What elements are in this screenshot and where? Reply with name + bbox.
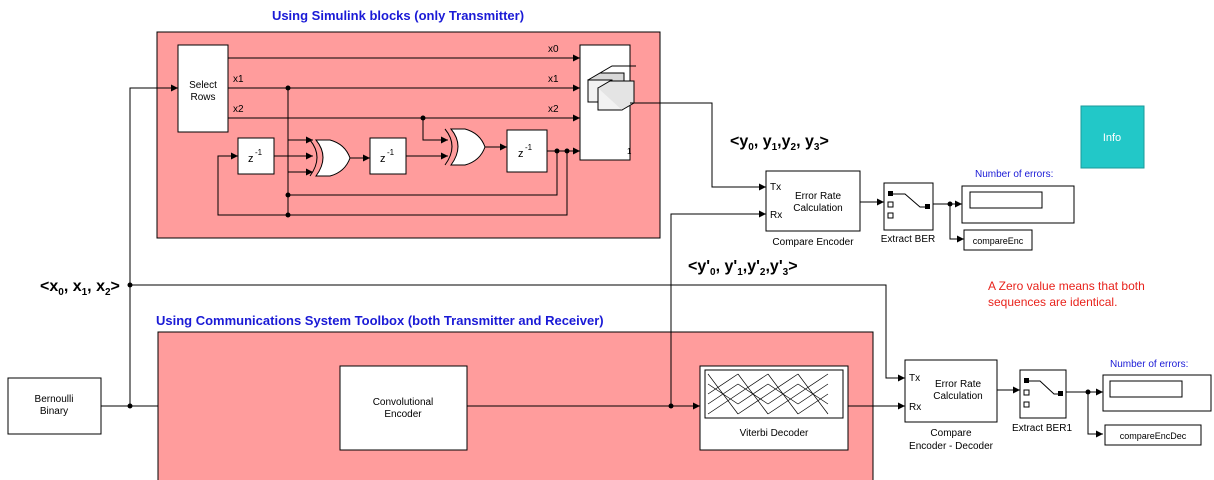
select-rows-label-1: Select: [189, 80, 217, 91]
signal-x0-label: x0: [548, 44, 559, 55]
delay-3-exp: -1: [525, 143, 533, 152]
y-signal-label: <y0, y1,y2, y3>: [730, 133, 829, 153]
err2-label-2: Calculation: [933, 391, 982, 402]
select-rows-label-2: Rows: [190, 92, 215, 103]
err1-errors-label: Number of errors:: [975, 169, 1053, 180]
matrix-concatenate-block[interactable]: 1: [579, 44, 636, 161]
delay-block-3[interactable]: z -1: [506, 129, 548, 173]
toolbox-area-title: Using Communications System Toolbox (bot…: [156, 313, 604, 328]
conv-encoder-label-2: Encoder: [384, 409, 422, 420]
workspace-block-2[interactable]: compareEncDec: [1104, 424, 1202, 446]
junction-feedback-bottom: [285, 212, 291, 218]
err2-rx-port: Rx: [909, 402, 921, 413]
delay-1-z: z: [248, 153, 254, 165]
extract-ber1-label: Extract BER1: [1012, 423, 1072, 434]
info-button[interactable]: Info: [1080, 105, 1145, 169]
delay-2-exp: -1: [387, 148, 395, 157]
wire-feedback-outer: [217, 151, 568, 216]
transmitter-area-title: Using Simulink blocks (only Transmitter): [272, 8, 524, 23]
wire-feedback-to-xor1: [287, 168, 313, 195]
junction-feedback: [285, 192, 291, 198]
wire-extract1-to-workspace: [1087, 392, 1103, 438]
transmitter-area-background: [156, 31, 661, 239]
extract-ber-label: Extract BER: [881, 234, 935, 245]
info-button-label: Info: [1103, 132, 1121, 144]
wire-x-to-tx2: [130, 284, 905, 382]
concat-port-number: 1: [627, 147, 632, 156]
note-line-2: sequences are identical.: [988, 295, 1117, 309]
err1-label-2: Calculation: [793, 203, 842, 214]
viterbi-label: Viterbi Decoder: [740, 428, 809, 439]
select-rows-block[interactable]: Select Rows: [177, 44, 229, 133]
workspace-block-1[interactable]: compareEnc: [963, 229, 1033, 251]
wire-y-to-tx: [630, 102, 766, 191]
err2-name-1: Compare: [930, 428, 972, 439]
trellis-icon: [704, 369, 844, 419]
junction-x2: [420, 115, 426, 121]
delay-1-exp: -1: [255, 148, 263, 157]
workspace-1-label: compareEnc: [973, 236, 1024, 246]
display-block-1[interactable]: [961, 185, 1075, 224]
delay-2-z: z: [380, 153, 386, 165]
signal-x2-label-left: x2: [233, 104, 244, 115]
extract-ber1-block[interactable]: [1019, 369, 1067, 419]
err2-name-2: Encoder - Decoder: [909, 441, 994, 452]
error-rate-block-2[interactable]: Tx Rx Error Rate Calculation: [904, 359, 998, 423]
bernoulli-label-2: Binary: [40, 406, 68, 417]
wire-yprime-to-rx: [670, 210, 766, 406]
error-rate-block-1[interactable]: Tx Rx Error Rate Calculation: [765, 170, 861, 232]
transmitter-area: Using Simulink blocks (only Transmitter)…: [156, 8, 661, 239]
wire-feedback-inner: [288, 151, 558, 196]
delay-3-z: z: [518, 148, 524, 160]
err1-tx-port: Tx: [770, 182, 781, 193]
yprime-signal-label: <y'0, y'1,y'2,y'3>: [688, 258, 798, 278]
conv-encoder-label-1: Convolutional: [373, 397, 434, 408]
err1-label-1: Error Rate: [795, 191, 842, 202]
wire-to-select-rows: [129, 84, 178, 406]
signal-x1-label-right: x1: [548, 74, 559, 85]
bernoulli-label-1: Bernoulli: [35, 394, 74, 405]
signal-x2-label-right: x2: [548, 104, 559, 115]
err2-errors-label: Number of errors:: [1110, 359, 1188, 370]
extract-ber-block[interactable]: [883, 182, 934, 231]
delay-block-1[interactable]: z -1: [237, 137, 275, 175]
viterbi-decoder-block[interactable]: Viterbi Decoder: [699, 365, 849, 451]
convolutional-encoder-block[interactable]: Convolutional Encoder: [339, 365, 468, 451]
workspace-2-label: compareEncDec: [1120, 431, 1187, 441]
signal-x1-label-left: x1: [233, 74, 244, 85]
delay-block-2[interactable]: z -1: [369, 137, 407, 175]
bernoulli-binary-block[interactable]: Bernoulli Binary: [7, 377, 102, 435]
err2-label-1: Error Rate: [935, 379, 982, 390]
x-signal-label: <x0, x1, x2>: [40, 278, 120, 298]
err1-rx-port: Rx: [770, 210, 782, 221]
err1-name: Compare Encoder: [772, 237, 854, 248]
xor-gate-2[interactable]: [444, 128, 486, 166]
note-line-1: A Zero value means that both: [988, 279, 1145, 293]
display-block-2[interactable]: [1102, 374, 1212, 412]
err2-tx-port: Tx: [909, 373, 920, 384]
wire-x2-to-xor2: [422, 118, 448, 144]
junction-x1: [285, 85, 291, 91]
toolbox-area: Using Communications System Toolbox (bot…: [156, 313, 874, 480]
wire-extract-to-workspace: [949, 204, 964, 243]
